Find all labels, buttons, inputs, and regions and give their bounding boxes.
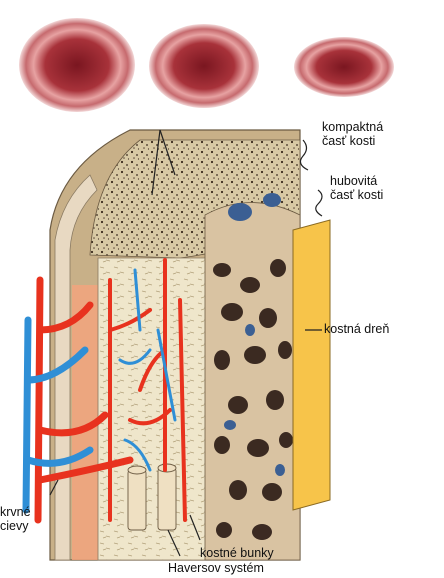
label-vessels-line2: cievy <box>0 519 28 533</box>
artery-main <box>38 280 40 520</box>
label-spongy-line1: hubovitá <box>330 174 377 188</box>
bone-marrow <box>293 220 330 510</box>
cross-section-1 <box>19 18 135 112</box>
compact-bone <box>98 258 210 560</box>
cross-sections <box>19 18 394 112</box>
label-haversian: Haversov systém <box>168 561 264 575</box>
vein-main <box>26 320 28 510</box>
label-compact-line1: kompaktná <box>322 120 383 134</box>
cross-section-3 <box>294 37 394 97</box>
label-cells: kostné bunky <box>200 546 274 560</box>
label-marrow: kostná dreň <box>324 322 389 336</box>
label-spongy-line2: časť kosti <box>330 188 383 202</box>
bone-block <box>50 130 330 560</box>
cross-section-2 <box>149 24 259 108</box>
spongy-bone <box>205 203 300 561</box>
label-vessels-line1: krvné <box>0 505 31 519</box>
label-compact-line2: časť kosti <box>322 134 375 148</box>
